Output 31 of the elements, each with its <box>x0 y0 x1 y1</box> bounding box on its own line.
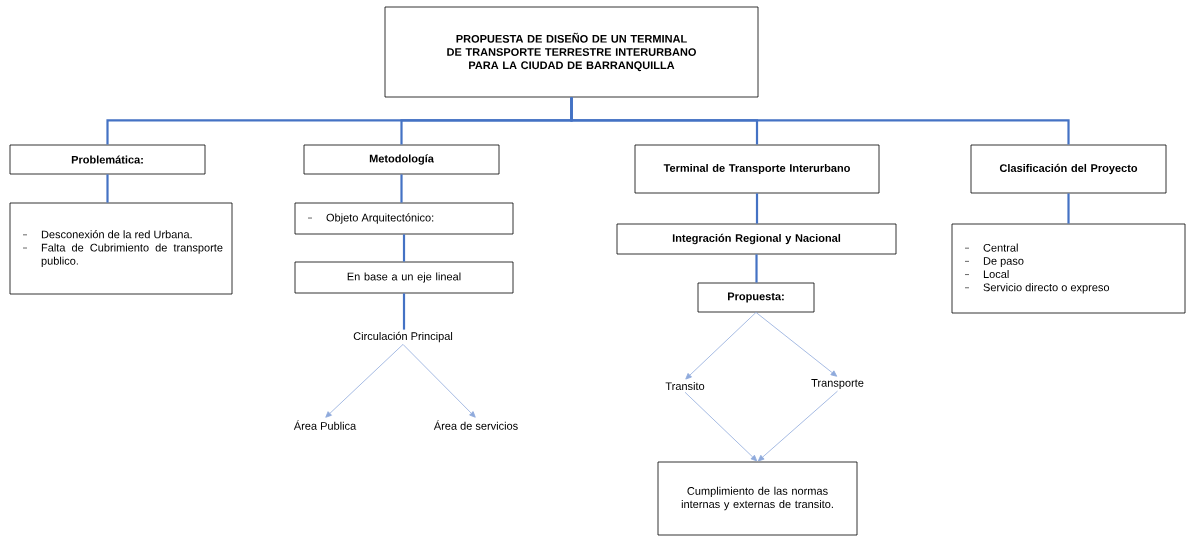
connector <box>755 193 759 224</box>
connector <box>755 254 758 283</box>
text-box: En base a un eje lineal <box>294 261 514 294</box>
connector <box>400 174 403 203</box>
heading-box: Metodología <box>303 144 500 175</box>
connector <box>402 234 406 262</box>
connector <box>757 390 838 462</box>
text-label: Área de servicios <box>433 420 518 430</box>
connector <box>685 312 757 380</box>
text-label: Transporte <box>811 379 864 389</box>
connector <box>325 344 404 418</box>
heading-box: Terminal de Transporte Interurbano <box>634 144 880 194</box>
heading-box: Clasificación del Proyecto <box>970 144 1167 194</box>
text-box: Cumplimiento de las normas internas y externas de transito. <box>657 461 858 536</box>
list-box: Central De paso Local Servicio directo o expreso <box>951 223 1186 314</box>
connector <box>402 344 476 418</box>
heading-box: PROPUESTA DE DISEÑO DE UN TERMINAL DE TRANSPORTE TERRESTRE INTERURBANO PARA LA CIUDAD DE BARRANQUILLA <box>384 6 759 98</box>
text-label: Área Publica <box>293 420 357 430</box>
connector <box>755 312 838 377</box>
text-label: Circulación Principal <box>353 331 453 343</box>
connector <box>684 391 758 462</box>
heading-box: Propuesta: <box>697 282 815 313</box>
heading-box: Integración Regional y Nacional <box>616 223 897 255</box>
connector <box>106 174 109 203</box>
heading-box: Problemática: <box>9 144 206 175</box>
list-box: Objeto Arquitectónico: <box>294 202 514 235</box>
connector <box>1067 193 1070 224</box>
list-box: Desconexión de la red Urbana. Falta de Cubrimiento de transporte publico. <box>9 202 233 295</box>
text-label: Transito <box>665 381 705 391</box>
connector <box>570 97 1070 145</box>
connector <box>402 293 406 330</box>
